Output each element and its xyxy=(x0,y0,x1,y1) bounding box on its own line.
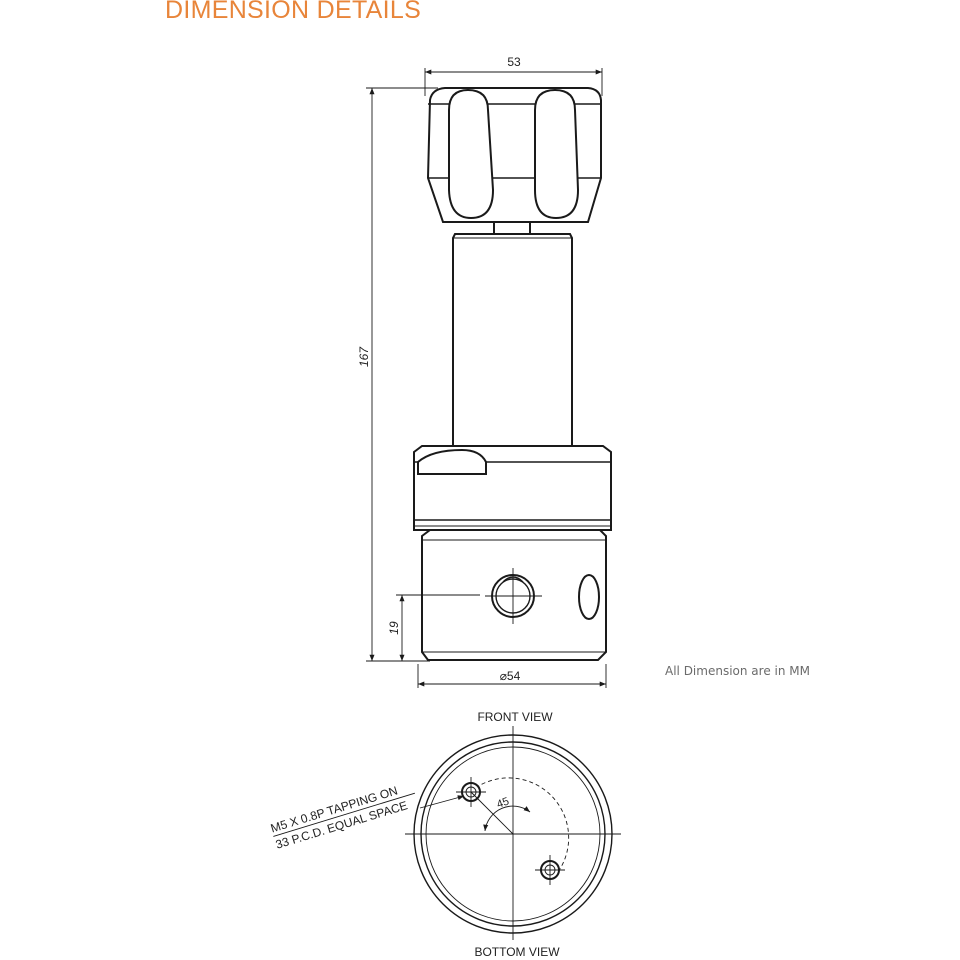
bottom-view-label: BOTTOM VIEW xyxy=(474,945,560,959)
units-note: All Dimension are in MM xyxy=(665,664,810,678)
knob-stem xyxy=(493,221,531,235)
side-port xyxy=(578,574,600,620)
dimension-port-19: 19 xyxy=(387,594,480,661)
page-title: DIMENSION DETAILS xyxy=(165,0,422,24)
dimension-width-53: 53 xyxy=(424,55,603,96)
dimension-diameter-54: ⌀54 xyxy=(417,664,607,688)
bonnet xyxy=(452,233,573,447)
body-collar xyxy=(413,445,612,531)
dimension-label-diameter: ⌀54 xyxy=(500,669,521,683)
dimension-height-167: 167 xyxy=(357,87,438,662)
dimension-label-port: 19 xyxy=(387,621,401,635)
adjustment-knob xyxy=(426,87,602,223)
front-elevation xyxy=(413,87,612,661)
tapped-hole-2 xyxy=(535,855,565,885)
dimension-label-height: 167 xyxy=(357,346,371,367)
bottom-view-drawing: 45 xyxy=(405,726,621,940)
tapping-callout: M5 X 0.8P TAPPING ON 33 P.C.D. EQUAL SPA… xyxy=(269,783,416,852)
front-view-label: FRONT VIEW xyxy=(477,710,553,724)
dimension-label-width: 53 xyxy=(507,55,521,69)
front-port xyxy=(485,568,542,624)
angle-label: 45 xyxy=(495,795,511,810)
